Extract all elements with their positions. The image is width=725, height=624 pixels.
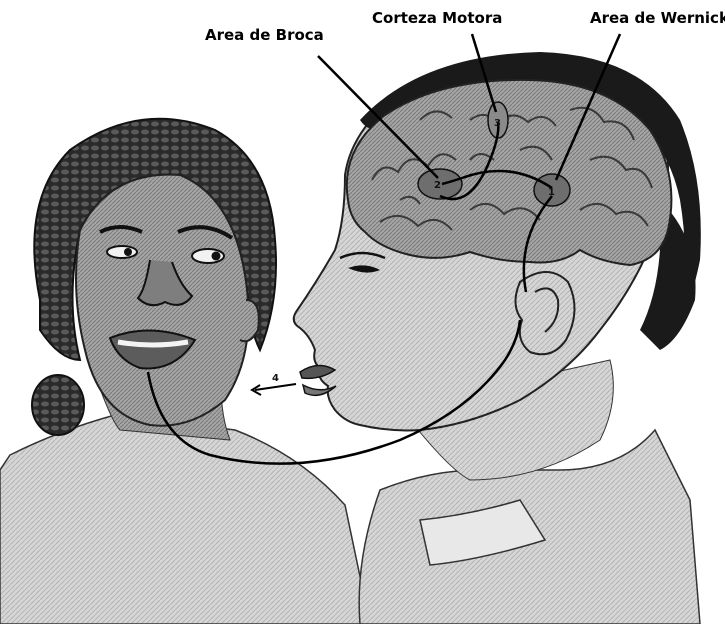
broca-label: Area de Broca [205, 26, 324, 44]
left-person-shirt [0, 415, 370, 624]
wernicke-label: Area de Wernicke [590, 9, 725, 27]
left-person-hair-bun [32, 375, 84, 435]
marker-1: 1 [548, 187, 555, 198]
left-person-eye-left [107, 246, 137, 258]
marker-3: 3 [494, 118, 501, 129]
marker-4: 4 [272, 373, 279, 384]
motor-to-mouth-arrow [255, 384, 296, 390]
marker-2: 2 [434, 180, 441, 191]
motor-cortex-label: Corteza Motora [372, 9, 502, 27]
